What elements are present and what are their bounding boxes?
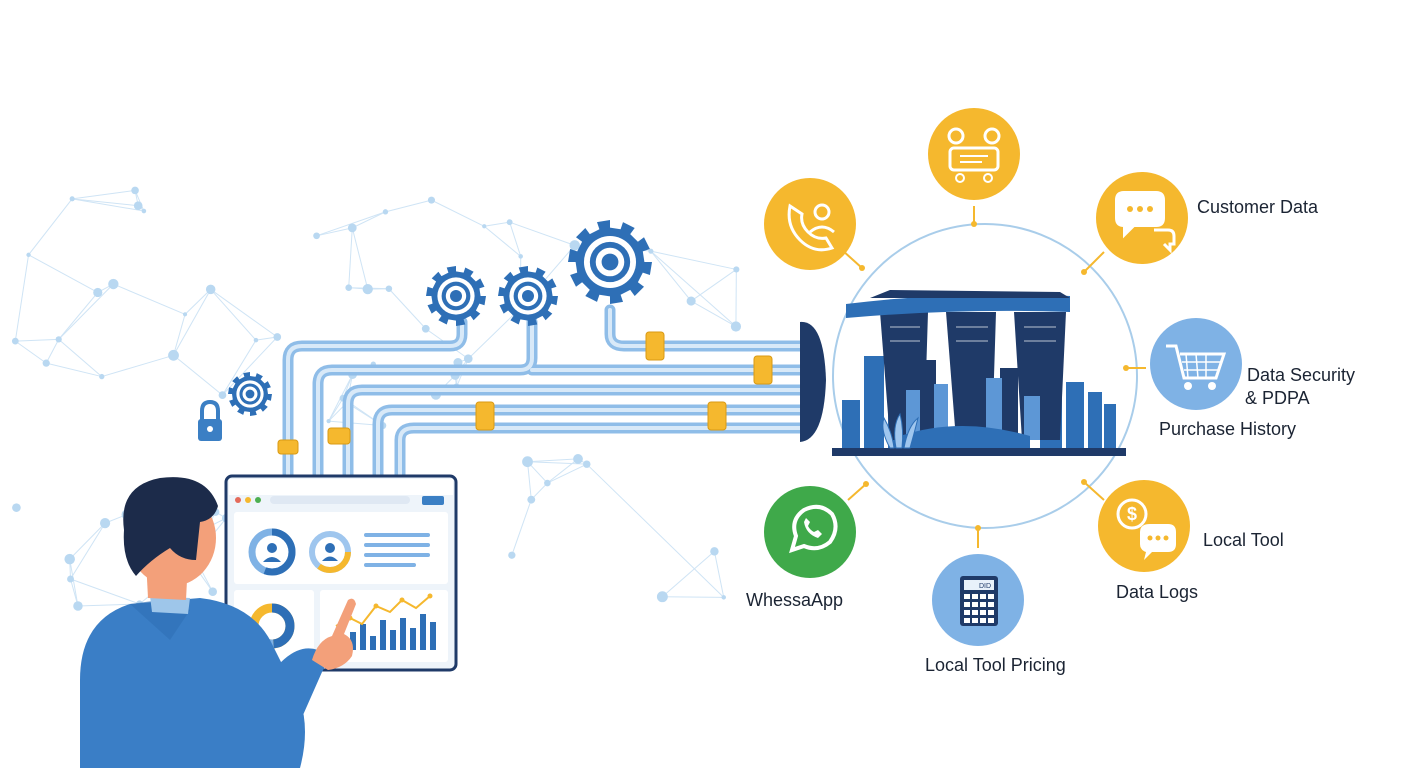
lock-icon [198, 399, 222, 441]
label-pdpa: & PDPA [1245, 388, 1310, 408]
label-customer-data: Customer Data [1197, 197, 1319, 217]
dollar-chat-icon: $ [1098, 480, 1190, 572]
whatsapp-icon [764, 486, 856, 578]
label-data-security: Data Security [1247, 365, 1356, 385]
hub-dots [859, 221, 1129, 531]
calculator-icon: DID [932, 554, 1024, 646]
label-local-tool: Local Tool [1203, 530, 1284, 550]
hub-circle [832, 223, 1138, 529]
label-whatsapp: WhessaApp [746, 590, 844, 610]
chat-bubbles-icon [1096, 172, 1188, 264]
user-sync-icon [928, 108, 1020, 200]
person-figure [80, 477, 356, 768]
calculator-display: DID [979, 583, 991, 590]
label-purchase-history: Purchase History [1159, 419, 1297, 439]
label-data-logs: Data Logs [1116, 582, 1199, 602]
singapore-skyline-icon [800, 290, 1126, 456]
data-pipes [277, 304, 806, 484]
label-local-tool-pricing: Local Tool Pricing [925, 655, 1066, 675]
hub-connectors [841, 206, 1146, 548]
gear-icon [228, 220, 652, 416]
phone-contact-icon [764, 178, 856, 270]
shopping-cart-icon [1150, 318, 1242, 410]
svg-text:$: $ [1127, 504, 1137, 524]
background-network [11, 186, 742, 611]
